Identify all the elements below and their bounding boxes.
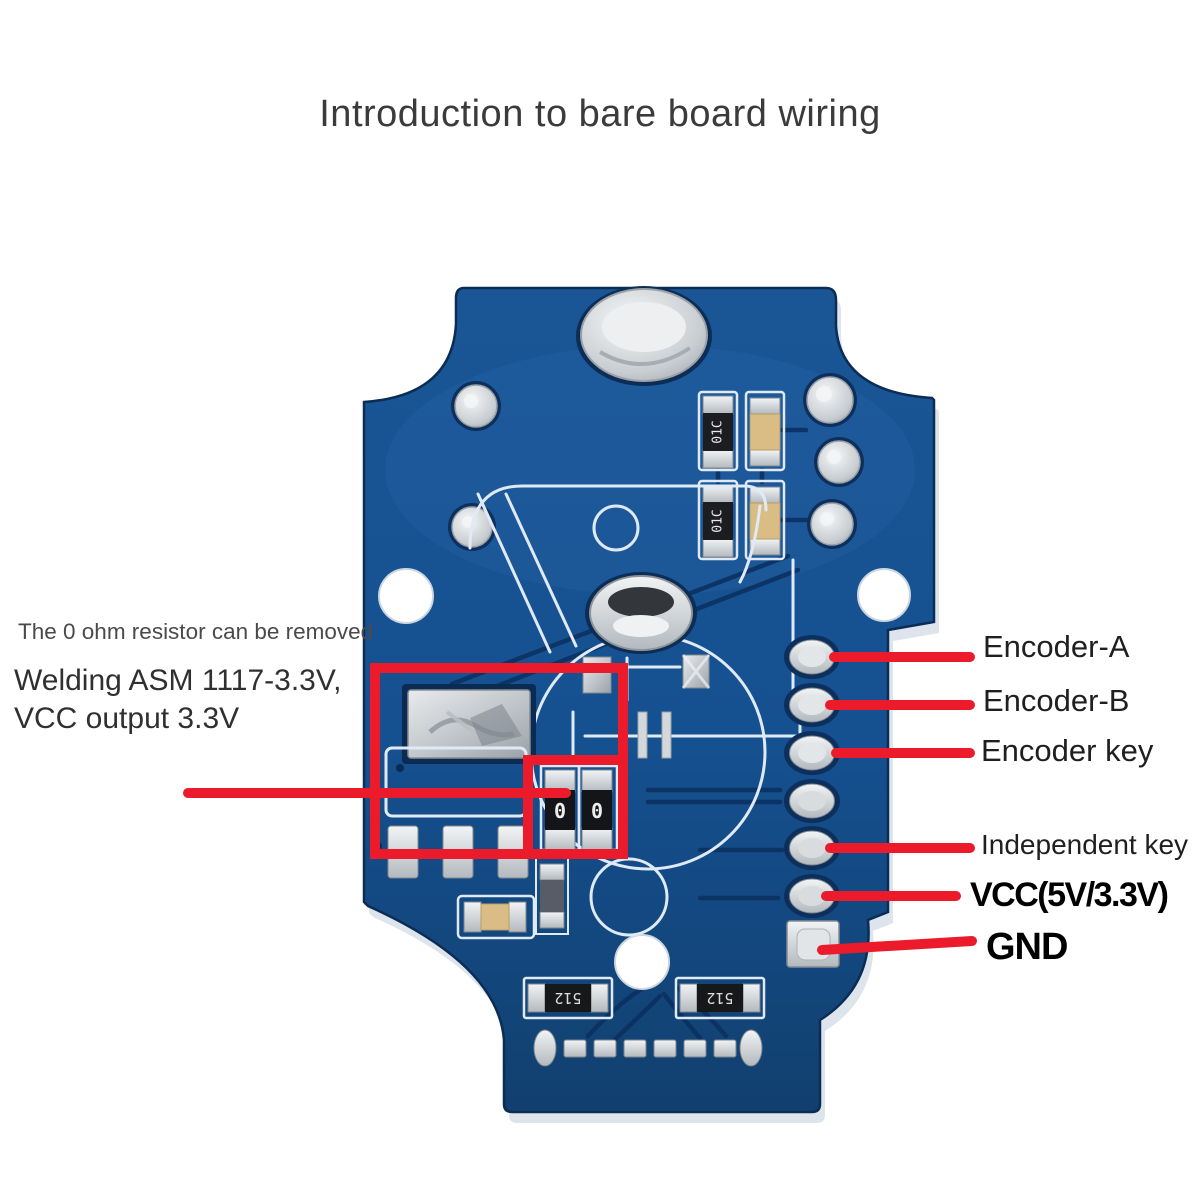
asm1117-footprint: [374, 684, 536, 879]
resistor-512-marking: 512: [554, 989, 581, 1007]
page-title: Introduction to bare board wiring: [319, 93, 881, 135]
resistor-marking: 01C: [711, 509, 726, 532]
gnd-leader: [817, 936, 977, 955]
gnd-pad: [786, 920, 840, 968]
bottom-pad-row: [533, 1029, 763, 1067]
zero-ohm-highlight-box: [523, 755, 628, 859]
note-welding-line2: VCC output 3.3V: [14, 702, 240, 735]
mounting-holes: [378, 568, 911, 990]
solder-blobs: [448, 373, 864, 551]
bottom-512-resistors: 512 512: [522, 976, 766, 1020]
note-welding-line1: Welding ASM 1117-3.3V,: [14, 664, 342, 697]
mounting-solder-joint: [576, 286, 712, 386]
pin-label-gnd: GND: [986, 926, 1068, 968]
zero-ohm-resistors: 0 0: [539, 764, 619, 852]
zero-ohm-marking: 0: [554, 799, 566, 823]
zero-ohm-marking: 0: [591, 799, 603, 823]
encoder-key-pad: [784, 731, 840, 775]
encoder-b-pad: [784, 683, 840, 727]
pin-label-encoder-key: Encoder key: [981, 733, 1154, 768]
encoder-a-pad: [784, 635, 840, 679]
pin-label-encoder-a: Encoder-A: [983, 629, 1130, 664]
independent-key-pad: [784, 826, 840, 870]
resistor-512-marking: 512: [706, 989, 733, 1007]
header-pads: [784, 635, 840, 968]
lower-passives: [456, 857, 569, 940]
pin-label-independent-key: Independent key: [981, 829, 1189, 860]
pin-label-vcc: VCC(5V/3.3V): [970, 876, 1169, 914]
note-zero-ohm: The 0 ohm resistor can be removed: [18, 619, 374, 644]
resistor-marking: 01C: [711, 420, 726, 443]
encoder-center-pads: [582, 572, 711, 759]
board-sheen: [385, 345, 915, 595]
pin-label-encoder-b: Encoder-B: [983, 683, 1130, 718]
unlabeled-pad: [784, 779, 840, 823]
red-annotations: [183, 652, 977, 955]
